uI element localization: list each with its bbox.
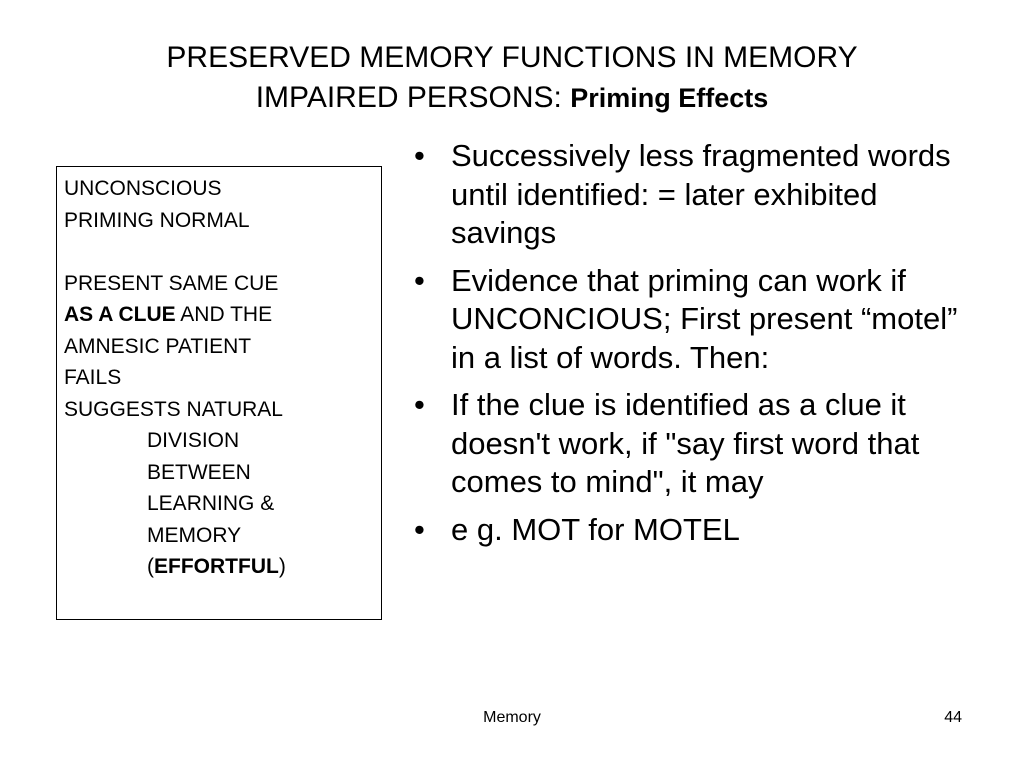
bullet-item: • Successively less fragmented words unti…	[414, 137, 974, 253]
bullet-text: Evidence that priming can work if UNCONC…	[451, 262, 958, 375]
left-box-line-3: PRESENT SAME CUE	[64, 271, 279, 295]
title-line-2: IMPAIRED PERSONS: Priming Effects	[0, 78, 1024, 118]
left-box-line-2: PRIMING NORMAL	[64, 208, 250, 232]
title-line-1: PRESERVED MEMORY FUNCTIONS IN MEMORY	[166, 41, 858, 74]
bullet-marker: •	[414, 511, 425, 547]
slide-title: PRESERVED MEMORY FUNCTIONS IN MEMORY IMP…	[0, 38, 1024, 118]
left-box-line-8: DIVISION	[147, 429, 240, 452]
bullet-text: If the clue is identified as a clue it d…	[451, 387, 920, 499]
left-box-line-12-close: )	[278, 555, 286, 578]
bullet-marker: •	[414, 138, 425, 173]
left-box-line-12-bold: EFFORTFUL	[154, 555, 279, 578]
bullet-marker: •	[414, 387, 425, 422]
left-box-line-5: AMNESIC PATIENT	[64, 334, 252, 358]
bullet-item: • If the clue is identified as a clue it …	[414, 386, 974, 502]
bullet-item: • Evidence that priming can work if UNCON…	[414, 262, 974, 378]
left-text-box: UNCONSCIOUS PRIMING NORMAL PRESENT SAME …	[56, 166, 382, 620]
page-number: 44	[944, 709, 962, 726]
left-box-line-4-rest: AND THE	[175, 303, 273, 326]
title-line-2-bold: Priming Effects	[570, 83, 769, 113]
left-box-line-10: LEARNING &	[147, 492, 275, 515]
bullet-text: Successively less fragmented words until…	[451, 138, 951, 250]
left-box-line-12-open: (	[147, 555, 154, 578]
footer-title: Memory	[483, 709, 541, 726]
left-box-line-4-bold: AS A CLUE	[64, 303, 176, 326]
left-box-line-7: SUGGESTS NATURAL	[64, 397, 283, 421]
left-box-line-6: FAILS	[64, 366, 122, 389]
bullet-item: • e g. MOT for MOTEL	[414, 511, 974, 550]
bullet-list: • Successively less fragmented words unti…	[414, 137, 974, 558]
left-box-line-4: AS A CLUE AND THE	[64, 299, 381, 331]
bullet-text: e g. MOT for MOTEL	[451, 511, 740, 547]
left-box-line-9: BETWEEN	[147, 460, 251, 484]
bullet-marker: •	[414, 262, 425, 298]
left-box-line-12: (EFFORTFUL)	[64, 551, 381, 583]
title-line-2-plain: IMPAIRED PERSONS:	[255, 81, 571, 114]
left-box-line-1: UNCONSCIOUS	[64, 177, 222, 200]
left-box-line-11: MEMORY	[147, 523, 242, 547]
left-box-spacer	[64, 236, 381, 268]
